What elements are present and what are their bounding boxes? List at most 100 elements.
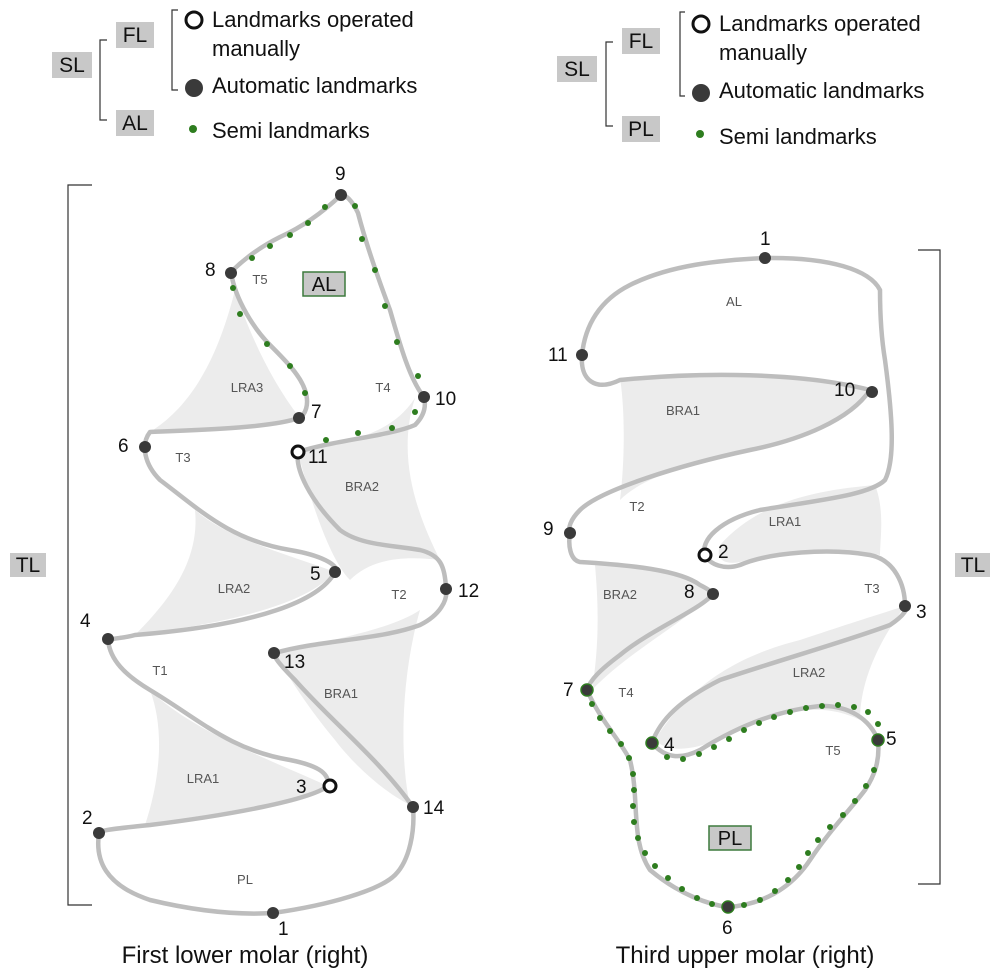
tl-bracket-right [918, 249, 941, 885]
shade-lra2 [135, 510, 335, 635]
landmark-numbers-right: 1 2 3 4 5 6 7 8 9 10 11 [543, 229, 927, 939]
region-t5-right: T5 [825, 743, 840, 758]
landmark-14 [407, 801, 419, 813]
landmark-2-right-manual [697, 547, 713, 563]
semi-landmark [840, 812, 846, 818]
semi-landmark [757, 897, 763, 903]
tag-sl-right-label: SL [564, 58, 590, 81]
landmark-9-right-label: 9 [543, 519, 554, 540]
semi-landmark [630, 803, 636, 809]
region-t2-right: T2 [629, 499, 644, 514]
semi-landmark [635, 835, 641, 841]
landmark-5-right-label: 5 [886, 729, 897, 750]
landmark-1-label: 1 [278, 919, 289, 940]
landmark-1 [267, 907, 279, 919]
caption-left: First lower molar (right) [122, 942, 369, 969]
semi-landmark [230, 285, 236, 291]
landmark-2-right-label: 2 [718, 542, 729, 563]
tag-sl-label: SL [59, 54, 85, 77]
region-t4: T4 [375, 380, 390, 395]
tag-fl-label: FL [123, 24, 148, 47]
tag-tl-right [955, 553, 990, 577]
tag-pl-right [622, 116, 660, 142]
shade-bra2 [298, 398, 440, 580]
pl-box [708, 825, 752, 851]
landmark-numbers-left: 1 2 3 4 5 6 7 8 9 10 11 12 13 14 [80, 164, 479, 940]
shade-bra1 [275, 610, 420, 805]
landmark-1-right [759, 252, 771, 264]
semi-landmark [630, 771, 636, 777]
tag-fl-right [622, 28, 660, 54]
automatic-landmark-icon-right [692, 84, 710, 102]
semi-landmark [642, 850, 648, 856]
legend-manual-line1: Landmarks operated [212, 7, 414, 32]
landmark-9 [335, 189, 347, 201]
landmark-2 [93, 827, 105, 839]
semi-landmark [711, 744, 717, 750]
semi-landmark [631, 819, 637, 825]
landmark-4-right-label: 4 [664, 735, 675, 756]
landmark-3-manual [322, 778, 338, 794]
legend-semi-right: Semi landmarks [719, 124, 877, 149]
landmark-1-right-label: 1 [760, 229, 771, 250]
region-t1: T1 [152, 663, 167, 678]
legend-automatic-right: Automatic landmarks [719, 78, 924, 103]
tag-sl [52, 52, 92, 78]
semi-landmark-icon [189, 125, 197, 133]
landmark-11-right [576, 349, 588, 361]
region-t5: T5 [252, 272, 267, 287]
shade-lra3 [150, 290, 300, 432]
landmark-8-label: 8 [205, 260, 216, 281]
landmark-5 [329, 566, 341, 578]
tag-al [116, 110, 154, 136]
landmark-11-manual [290, 444, 306, 460]
landmark-4 [102, 633, 114, 645]
landmarks-left [93, 189, 452, 919]
legend-bracket-fl [171, 9, 178, 91]
shade-lra1 [145, 690, 328, 825]
landmark-10-label: 10 [435, 389, 456, 410]
shade-lra2-right [655, 606, 905, 749]
semi-landmark [771, 714, 777, 720]
semi-landmark [389, 425, 395, 431]
legend-right: SL FL PL Landmarks operated manually Aut… [557, 11, 924, 149]
semi-landmark [741, 727, 747, 733]
semi-landmark [815, 837, 821, 843]
pl-box-label: PL [718, 828, 742, 850]
landmark-4-label: 4 [80, 611, 91, 632]
landmark-13-label: 13 [284, 652, 305, 673]
landmark-6-label: 6 [118, 436, 129, 457]
first-lower-molar: TL [10, 164, 479, 969]
semi-landmark [626, 755, 632, 761]
region-bra2: BRA2 [345, 479, 379, 494]
semi-landmark [756, 720, 762, 726]
landmark-8 [225, 267, 237, 279]
semi-landmark [249, 255, 255, 261]
landmark-5-label: 5 [310, 564, 321, 585]
landmark-7 [293, 412, 305, 424]
manual-landmark-icon-right [691, 14, 711, 34]
landmark-6 [139, 441, 151, 453]
automatic-landmark-icon [185, 79, 203, 97]
al-box [302, 271, 346, 297]
region-lra1-right: LRA1 [769, 514, 802, 529]
semi-landmark [863, 783, 869, 789]
region-bra1-right: BRA1 [666, 403, 700, 418]
semi-landmark [827, 824, 833, 830]
semi-landmark [741, 902, 747, 908]
semi-landmark [709, 901, 715, 907]
shade-bra2-right [592, 565, 712, 690]
tag-fl-right-label: FL [629, 30, 654, 53]
landmark-2-label: 2 [82, 808, 93, 829]
semi-landmark [805, 850, 811, 856]
landmark-5-right [871, 733, 885, 747]
landmark-8-right-label: 8 [684, 582, 695, 603]
tl-bracket-left [67, 184, 92, 906]
region-bra1: BRA1 [324, 686, 358, 701]
semi-landmark [302, 390, 308, 396]
region-pl: PL [237, 872, 253, 887]
semi-landmark-icon-right [696, 130, 704, 138]
semi-landmark [607, 728, 613, 734]
tag-tl-right-label: TL [961, 554, 986, 577]
